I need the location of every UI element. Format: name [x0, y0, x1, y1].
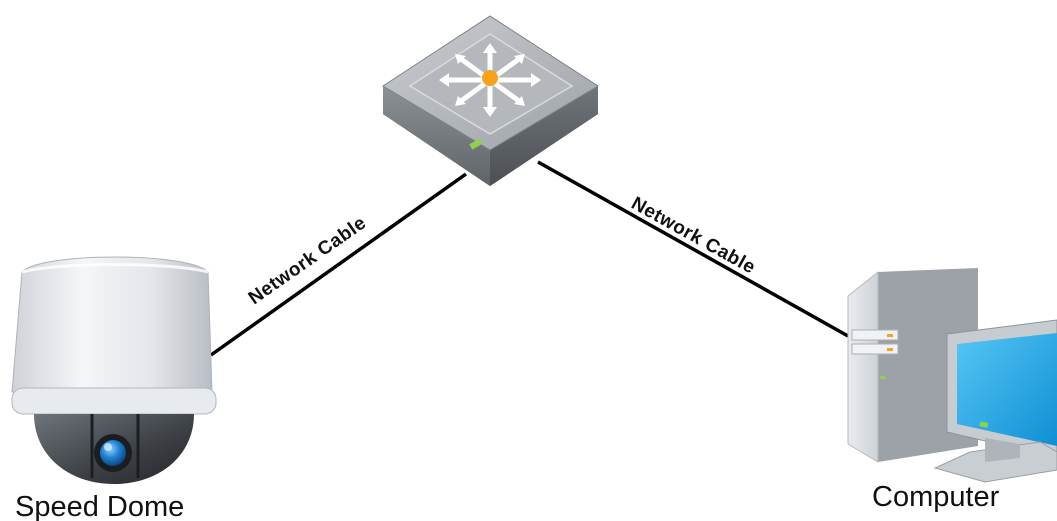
- computer-screen: [957, 333, 1057, 446]
- speed-dome-camera-icon: [11, 256, 217, 484]
- computer-label: Computer: [872, 481, 1000, 513]
- cable-label-right: Network Cable: [628, 193, 759, 279]
- desktop-computer-icon: [847, 268, 1057, 483]
- network-switch-icon: [382, 15, 599, 186]
- cable-label-left: Network Cable: [245, 212, 370, 309]
- camera-lens: [100, 440, 126, 466]
- switch-status-light: [482, 70, 498, 86]
- network-cable-line-right: [537, 160, 849, 338]
- speed-dome-label: Speed Dome: [15, 491, 184, 521]
- network-cable-line-left: [209, 172, 468, 357]
